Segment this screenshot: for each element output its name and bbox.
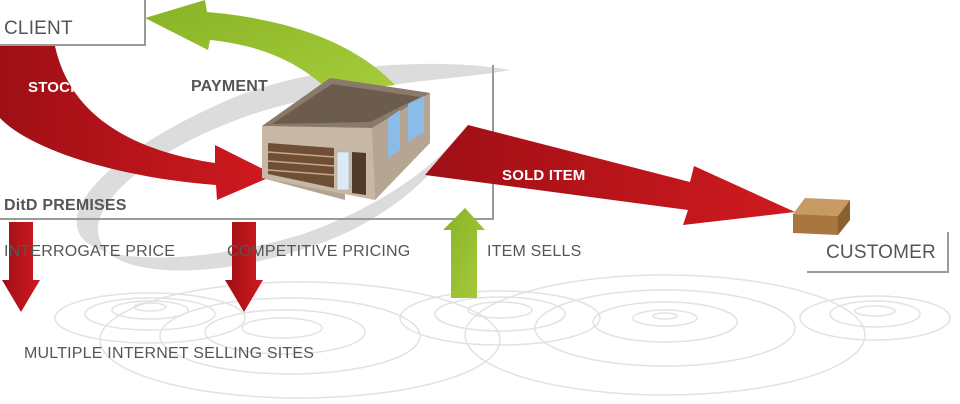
payment-arrow: [145, 0, 395, 92]
client-bracket: [0, 0, 146, 46]
competitive-pricing-label: COMPETITIVE PRICING: [227, 243, 411, 260]
customer-label: CUSTOMER: [826, 242, 936, 263]
client-label: CLIENT: [4, 18, 73, 39]
ripple-right: [464, 274, 866, 396]
ripple-rings: [54, 274, 951, 399]
customer-bracket: [807, 232, 949, 273]
parcel-box-icon: [793, 198, 850, 235]
competitive-pricing-arrow: [225, 222, 263, 312]
multiple-sites-label: MULTIPLE INTERNET SELLING SITES: [24, 345, 315, 362]
interrogate-price-label: INTERROGATE PRICE: [4, 243, 176, 260]
ditd-premises-label: DitD PREMISES: [4, 197, 127, 214]
ripple-far-right: [799, 295, 951, 341]
stock-arrow: [0, 46, 275, 200]
ripple-mid-left: [99, 281, 501, 399]
premises-bracket: [0, 65, 494, 220]
payment-label: PAYMENT: [191, 78, 268, 95]
interrogate-price-arrow: [2, 222, 40, 312]
ripple-left: [54, 292, 246, 344]
stock-label: STOCK: [28, 79, 82, 96]
sold-item-label: SOLD ITEM: [502, 167, 586, 184]
connector-lines: [0, 0, 949, 273]
ripple-center: [399, 290, 601, 346]
sold-item-arrow: [425, 125, 795, 225]
item-sells-arrow: [443, 208, 485, 298]
item-sells-label: ITEM SELLS: [487, 243, 582, 260]
store-building-icon: [262, 78, 430, 200]
